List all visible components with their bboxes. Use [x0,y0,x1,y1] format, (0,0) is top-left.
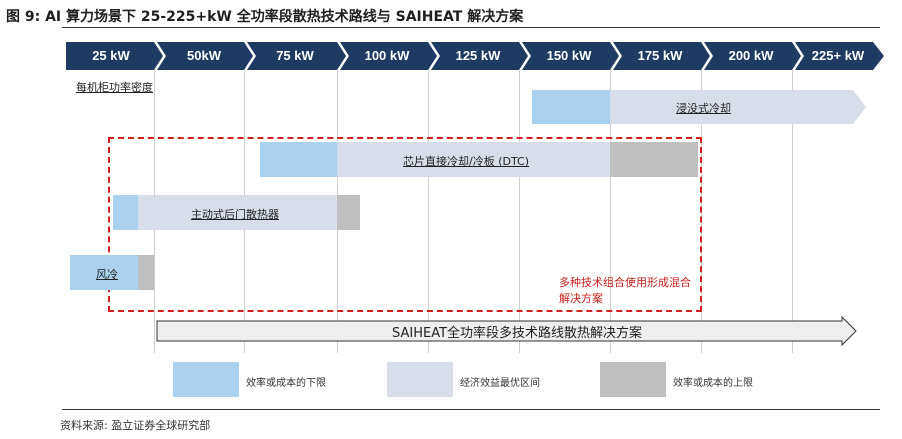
mixed-solution-note: 多种技术组合使用形成混合解决方案 [559,276,691,305]
air-label: 风冷 [96,268,118,281]
gridline [610,70,611,353]
bottom-rule [62,409,880,410]
gridline [792,70,793,353]
header-cell: 175 kW [637,48,683,63]
gridline [428,70,429,353]
dtc-label: 芯片直接冷却/冷板 (DTC) [403,155,530,168]
legend-upper-label: 效率或成本的上限 [673,378,753,389]
header-chevron [522,42,619,70]
header-chevron [247,42,346,70]
legend-lower-label: 效率或成本的下限 [246,378,326,389]
row-caption: 每机柜功率密度 [76,81,153,94]
header-chevron [157,42,253,70]
header-chevron [340,42,437,70]
header-cell: 25 kW [92,48,130,63]
immersion-optimal-segment [610,90,866,124]
header-cell: 150 kW [546,48,592,63]
source-note: 资料来源: 盈立证券全球研究部 [60,419,211,432]
header-chevron [613,42,710,70]
header-chevron [704,42,801,70]
header-cell: 50kW [187,48,221,63]
figure-title: 图 9: AI 算力场景下 25-225+kW 全功率段散热技术路线与 SAIH… [6,9,524,25]
top-rule [62,27,880,28]
mixed-solution-box [108,137,702,312]
legend-lower-swatch [173,362,239,397]
gridline [519,70,520,353]
dtc-optimal-segment [337,142,610,177]
saiheat-label: SAIHEAT全功率段多技术路线散热解决方案 [392,326,643,341]
header-cell: 225+ kW [811,48,865,63]
air-upper-segment [138,255,154,290]
saiheat-arrow [156,316,857,347]
header-chevron [66,42,163,70]
rear-door-optimal-segment [138,195,337,230]
air-lower-segment [70,255,138,290]
legend-optimal-label: 经济效益最优区间 [460,378,540,389]
immersion-label: 浸没式冷却 [676,102,731,115]
rear-door-lower-segment [113,195,138,230]
rear-door-label: 主动式后门散热器 [191,208,279,221]
header-chevron [795,42,884,70]
header-cell: 125 kW [455,48,501,63]
legend-optimal-swatch [387,362,453,397]
header-cell: 100 kW [364,48,410,63]
header-cell: 200 kW [728,48,774,63]
legend-upper-swatch [600,362,666,397]
rear-door-upper-segment [337,195,360,230]
immersion-lower-segment [532,90,610,124]
header-chevron [431,42,528,70]
header-cell: 75 kW [276,48,314,63]
dtc-lower-segment [260,142,337,177]
power-header-band [66,42,884,70]
dtc-upper-segment [610,142,698,177]
